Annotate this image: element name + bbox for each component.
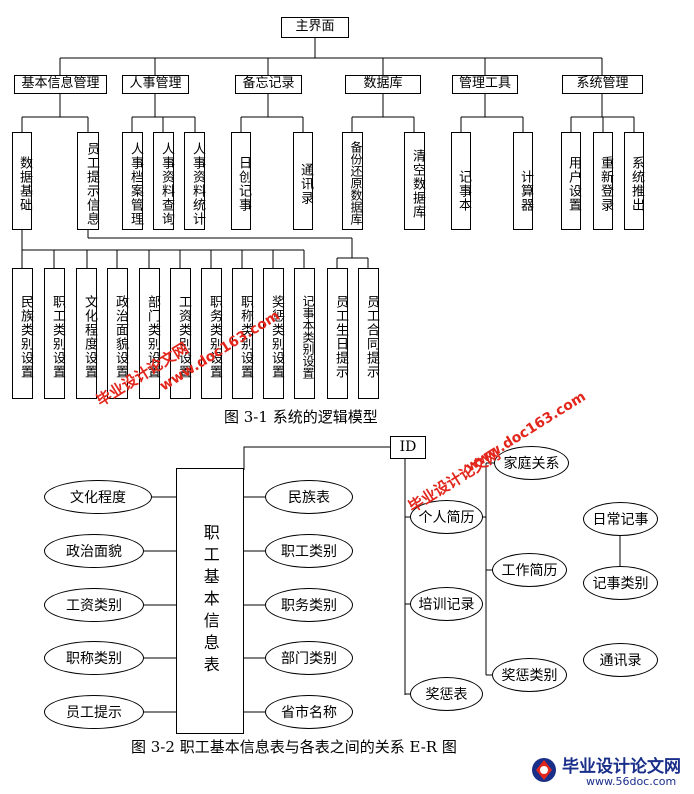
entity-oval-left: 职称类别: [44, 641, 144, 675]
entity-oval-left: 工资类别: [44, 588, 144, 622]
logo-brand-text: 毕业设计论文网: [562, 757, 681, 777]
entity-oval-left: 政治面貌: [44, 534, 144, 568]
level3-node: 民族类别设置: [12, 268, 33, 399]
level2-node: 用户设置: [561, 132, 581, 230]
level3-node: 奖惩类别设置: [263, 268, 284, 399]
entity-oval-misc: 日常记事: [583, 502, 658, 536]
level3-node: 文化程度设置: [76, 268, 97, 399]
entity-oval-mid: 培训记录: [410, 587, 483, 621]
module-node-database: 数据库: [345, 75, 421, 94]
employee-info-table: 职工基本信息表: [176, 468, 244, 734]
level2-node: 通讯录: [293, 132, 313, 230]
figure-2-caption: 图 3-2 职工基本信息表与各表之间的关系 E-R 图: [131, 738, 457, 756]
entity-oval-left: 文化程度: [44, 480, 152, 514]
entity-oval-misc: 记事类别: [583, 566, 658, 600]
level2-node: 日创记事: [231, 132, 251, 230]
level3-node: 职工类别设置: [44, 268, 65, 399]
level2-node: 人事资料查询: [153, 132, 174, 230]
entity-oval-right: 职工类别: [265, 534, 353, 568]
level2-node: 记事本: [451, 132, 471, 230]
level3-node: 政治面貌设置: [107, 268, 128, 399]
level2-node: 系统推出: [624, 132, 644, 230]
entity-oval-mid: 个人简历: [410, 500, 483, 534]
entity-oval-far: 奖惩类别: [492, 658, 567, 692]
entity-oval-right: 民族表: [265, 480, 353, 514]
level3-node: 职称类别设置: [232, 268, 253, 399]
entity-oval-left: 员工提示: [44, 695, 144, 729]
level3-node: 员工合同提示: [358, 268, 379, 399]
level2-node: 员工提示信息: [77, 132, 99, 230]
module-node-system: 系统管理: [562, 75, 643, 94]
module-node-memo: 备忘记录: [235, 75, 302, 94]
entity-oval-far: 家庭关系: [494, 446, 569, 480]
level3-node: 记事本类别设置: [294, 268, 315, 399]
level2-node: 备份还原数据库: [342, 132, 363, 230]
id-box: ID: [390, 436, 426, 459]
entity-oval-right: 部门类别: [265, 641, 353, 675]
level3-node: 工资类别设置: [170, 268, 191, 399]
module-node-hr: 人事管理: [122, 75, 189, 94]
level2-node: 重新登录: [593, 132, 613, 230]
root-node: 主界面: [281, 17, 349, 38]
level2-node: 清空数据库: [404, 132, 425, 230]
site-logo-graphic: [532, 758, 556, 782]
level2-node: 计算器: [513, 132, 533, 230]
level2-node: 数据基础: [12, 132, 32, 230]
entity-oval-right: 省市名称: [265, 695, 353, 729]
level3-node: 部门类别设置: [139, 268, 160, 399]
entity-oval-right: 职务类别: [265, 588, 353, 622]
logo-url-text: www.56doc.com: [586, 775, 677, 788]
level3-node: 职务类别设置: [201, 268, 222, 399]
module-node-tools: 管理工具: [452, 75, 518, 94]
level2-node: 人事资料统计: [184, 132, 205, 230]
level3-node: 员工生日提示: [327, 268, 348, 399]
figure-1-caption: 图 3-1 系统的逻辑模型: [224, 408, 378, 426]
entity-oval-misc: 通讯录: [583, 643, 658, 677]
entity-oval-mid: 奖惩表: [410, 677, 483, 711]
module-node-basic-info: 基本信息管理: [14, 75, 107, 94]
entity-oval-far: 工作简历: [492, 553, 567, 587]
site-logo: 毕业设计论文网 www.56doc.com: [528, 752, 688, 790]
level2-node: 人事档案管理: [122, 132, 143, 230]
